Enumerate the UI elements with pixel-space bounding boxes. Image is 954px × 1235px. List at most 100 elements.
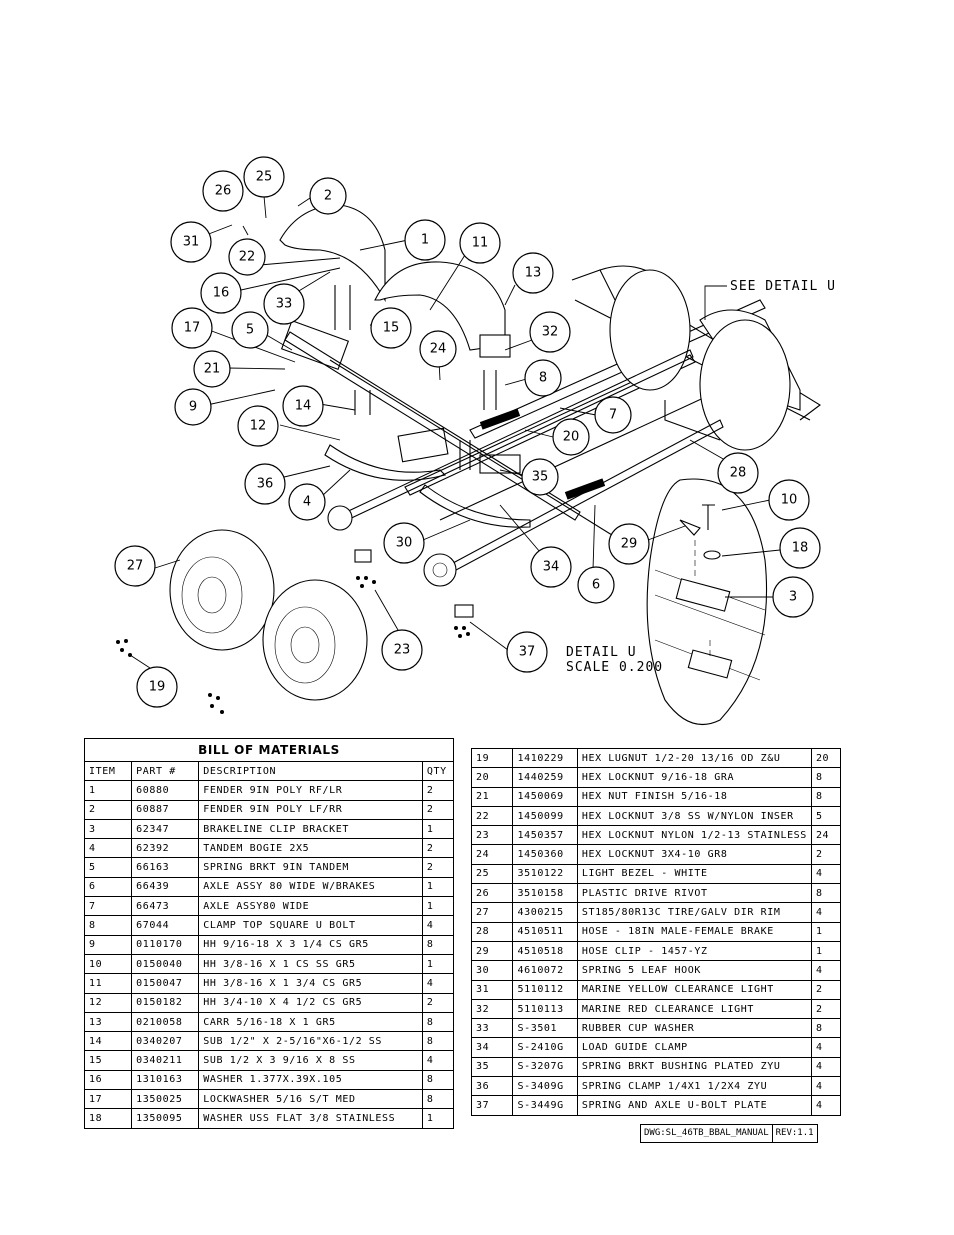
callout-13: 13 (512, 252, 554, 294)
description-cell: HOSE - 18IN MALE-FEMALE BRAKE (576, 921, 812, 942)
qty-cell: 8 (421, 1089, 455, 1110)
leaders (129, 195, 781, 669)
svg-text:1: 1 (421, 233, 429, 248)
svg-text:30: 30 (396, 536, 413, 551)
svg-text:14: 14 (295, 399, 312, 414)
description-cell: ST185/80R13C TIRE/GALV DIR RIM (576, 902, 812, 923)
svg-text:24: 24 (430, 342, 447, 357)
callout-32: 32 (529, 311, 571, 353)
part-number-cell: 1450360 (512, 844, 578, 865)
callout-15: 15 (370, 307, 412, 349)
item-cell: 15 (83, 1050, 133, 1071)
part-number-cell: 0110170 (131, 934, 200, 955)
see-detail-label: SEE DETAIL U (730, 279, 836, 294)
detail-label: DETAIL U (566, 645, 637, 660)
part-number-cell: 0210058 (131, 1011, 200, 1033)
svg-text:7: 7 (609, 408, 617, 423)
callout-10: 10 (768, 479, 810, 521)
description-cell: LIGHT BEZEL - WHITE (576, 863, 812, 885)
qty-cell: 8 (810, 1018, 842, 1039)
part-number-cell: 1310163 (131, 1069, 200, 1091)
svg-text:28: 28 (730, 466, 747, 481)
description-cell: SUB 1/2 X 3 9/16 X 8 SS (198, 1050, 423, 1071)
item-cell: 25 (470, 863, 514, 885)
qty-cell: 8 (421, 934, 455, 955)
item-cell: 30 (470, 960, 514, 981)
callout-5: 5 (231, 311, 269, 349)
description-cell: WASHER 1.377X.39X.105 (198, 1069, 423, 1091)
drawing-number: DWG:SL_46TB_BBAL_MANUAL (644, 1128, 769, 1138)
bill-of-materials-left: BILL OF MATERIALS ITEM PART # DESCRIPTIO… (83, 738, 455, 1129)
svg-text:15: 15 (383, 321, 400, 336)
svg-text:6: 6 (592, 578, 600, 593)
part-number-cell: 60887 (131, 799, 200, 820)
svg-text:4: 4 (303, 495, 311, 510)
item-cell: 11 (83, 973, 133, 994)
item-cell: 29 (470, 940, 514, 962)
header-qty: QTY (421, 760, 455, 782)
qty-cell: 4 (421, 973, 455, 994)
description-cell: MARINE YELLOW CLEARANCE LIGHT (576, 979, 812, 1000)
part-number-cell: 62392 (131, 838, 200, 859)
qty-cell: 4 (810, 1095, 842, 1116)
callout-30: 30 (383, 522, 425, 564)
svg-text:34: 34 (543, 560, 560, 575)
qty-cell: 4 (421, 1050, 455, 1071)
description-cell: HEX LOCKNUT NYLON 1/2-13 STAINLESS (576, 825, 812, 846)
callout-2: 2 (309, 177, 347, 215)
callout-23: 23 (381, 629, 423, 671)
svg-text:8: 8 (539, 371, 547, 386)
fender-front (279, 204, 511, 358)
qty-cell: 2 (421, 780, 455, 801)
part-number-cell: 0150182 (131, 992, 200, 1013)
bom-header-row: ITEM PART # DESCRIPTION QTY (83, 760, 455, 782)
callout-21: 21 (193, 350, 231, 388)
item-cell: 8 (83, 915, 133, 936)
leaf-springs (280, 285, 531, 528)
item-cell: 14 (83, 1031, 133, 1052)
description-cell: LOAD GUIDE CLAMP (576, 1037, 812, 1058)
description-cell: SUB 1/2" X 2-5/16"X6-1/2 SS (198, 1031, 423, 1052)
callout-29: 29 (608, 523, 650, 565)
qty-cell: 1 (421, 818, 455, 840)
part-number-cell: 1450099 (512, 805, 578, 827)
qty-cell: 2 (421, 857, 455, 878)
callout-37: 37 (506, 631, 548, 673)
svg-text:31: 31 (183, 235, 200, 250)
item-cell: 27 (470, 902, 514, 923)
svg-text:35: 35 (532, 470, 549, 485)
part-number-cell: 5110113 (512, 998, 578, 1020)
item-cell: 33 (470, 1018, 514, 1039)
item-cell: 37 (470, 1095, 514, 1116)
callout-3: 3 (772, 576, 814, 618)
item-cell: 6 (83, 876, 133, 898)
description-cell: LOCKWASHER 5/16 S/T MED (198, 1089, 423, 1110)
description-cell: SPRING AND AXLE U-BOLT PLATE (576, 1095, 812, 1116)
description-cell: FENDER 9IN POLY LF/RR (198, 799, 423, 820)
qty-cell: 2 (421, 838, 455, 859)
svg-text:19: 19 (149, 680, 166, 695)
header-description: DESCRIPTION (198, 760, 423, 782)
qty-cell: 8 (810, 883, 842, 904)
part-number-cell: 1350025 (131, 1089, 200, 1110)
part-number-cell: S-3207G (512, 1056, 578, 1078)
header-part: PART # (131, 760, 200, 782)
callout-27: 27 (114, 545, 156, 587)
